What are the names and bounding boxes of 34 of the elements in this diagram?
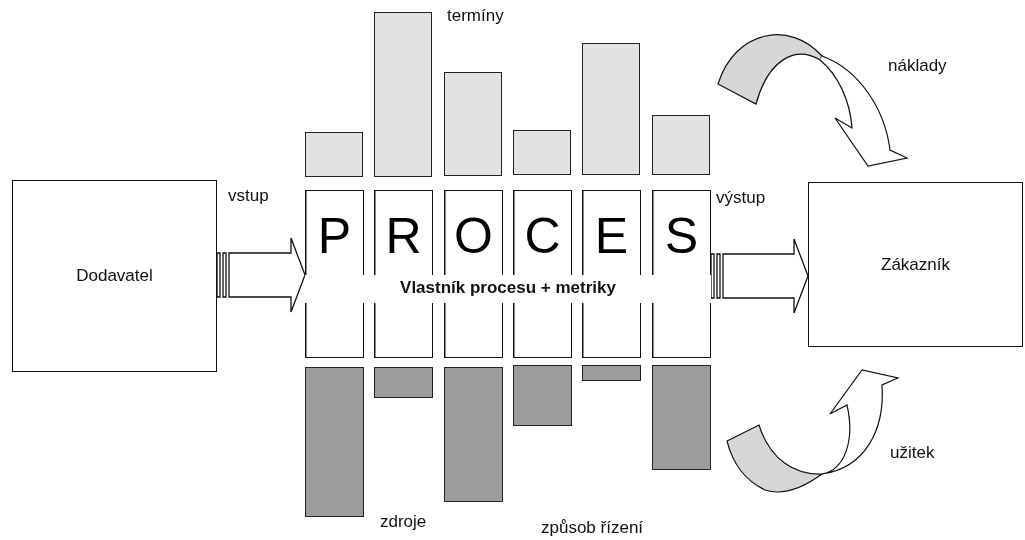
column-letter: P [317, 211, 352, 261]
column-letter: S [664, 211, 699, 261]
process-column [305, 190, 364, 358]
entity-box [12, 180, 217, 372]
block-arrow [710, 238, 809, 314]
column-letter: O [454, 211, 493, 261]
text-label: způsob řízení [541, 518, 644, 538]
text-label: zdroje [380, 512, 427, 532]
bar [582, 365, 641, 381]
process-column [652, 190, 711, 358]
bar [513, 130, 571, 175]
text-label: užitek [890, 443, 935, 463]
bar [652, 365, 711, 470]
column-letter: C [524, 211, 561, 261]
bar [444, 72, 502, 176]
bar [305, 367, 364, 517]
bar [374, 367, 433, 398]
column-letter: R [385, 211, 422, 261]
box-label: Zákazník [881, 254, 950, 275]
entity-box [808, 182, 1023, 347]
block-arrow [216, 237, 306, 313]
box-label: Dodavatel [76, 266, 153, 286]
bar [582, 43, 640, 175]
bar [444, 367, 503, 502]
column-letter: E [594, 211, 629, 261]
bar [652, 115, 710, 175]
bar [513, 365, 572, 426]
process-label: Vlastník procesu + metriky [399, 277, 617, 299]
edge-label: vstup [228, 186, 269, 206]
edge-label: výstup [716, 188, 766, 208]
bar [305, 132, 363, 177]
text-label: náklady [888, 56, 947, 76]
text-label: termíny [447, 6, 504, 26]
bar [374, 12, 432, 177]
